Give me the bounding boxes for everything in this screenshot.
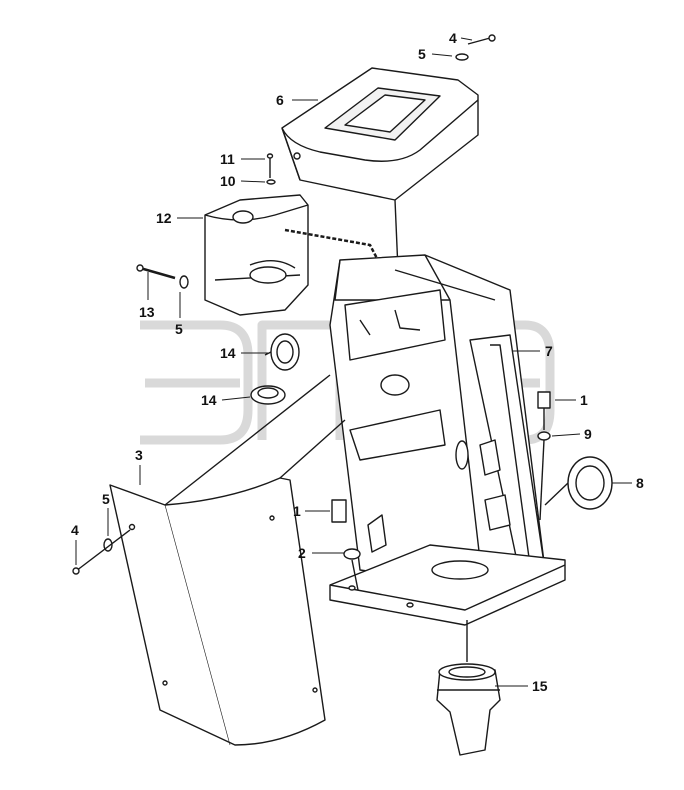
callout-7: 7: [545, 343, 553, 359]
part-2-washer: [343, 548, 361, 591]
callout-14-upper: 14: [220, 345, 236, 361]
part-5-washer-mid: [179, 275, 189, 289]
part-12-bracket: [204, 194, 309, 316]
callout-10: 10: [220, 173, 236, 189]
callout-5-top: 5: [418, 46, 426, 62]
watermark-letter-1: [140, 320, 253, 445]
part-4-screw-top: [467, 34, 496, 45]
callout-1-center: 1: [293, 503, 301, 519]
part-9-washer: [537, 431, 551, 521]
callout-5-mid: 5: [175, 321, 183, 337]
callouts: 4 5 6 11 10 12 13 5 14 14 7 1 9 8 3 5 4 …: [71, 30, 644, 694]
callout-3: 3: [135, 447, 143, 463]
callout-12: 12: [156, 210, 172, 226]
small-bracket: [367, 514, 387, 553]
callout-4-top: 4: [449, 30, 457, 46]
part-13-bolt: [136, 264, 176, 280]
part-10-washer: [266, 179, 276, 185]
callout-1-right: 1: [580, 392, 588, 408]
callout-2: 2: [298, 545, 306, 561]
callout-13: 13: [139, 304, 155, 320]
part-7-column: [329, 254, 546, 586]
callout-15: 15: [532, 678, 548, 694]
callout-5-left: 5: [102, 491, 110, 507]
leader-lines: [75, 37, 632, 687]
callout-6: 6: [276, 92, 284, 108]
base-plate: [329, 544, 566, 626]
part-3-front-panel: [109, 374, 346, 746]
callout-8: 8: [636, 475, 644, 491]
part-1-bolt-center: [331, 499, 347, 523]
callout-11: 11: [220, 151, 235, 167]
part-14-grommet-upper: [264, 333, 300, 371]
part-4-screw-left: [72, 529, 131, 575]
part-6-top-cover: [281, 67, 479, 271]
part-1-bolt-right: [537, 391, 551, 430]
callout-14-lower: 14: [201, 392, 217, 408]
part-15-boot: [436, 620, 501, 756]
callout-9: 9: [584, 426, 592, 442]
part-11-screw: [266, 153, 274, 178]
part-8-seal-ring: [544, 456, 613, 510]
part-14-grommet-lower: [250, 385, 286, 405]
part-5-washer-top: [455, 53, 469, 61]
callout-4-left: 4: [71, 522, 79, 538]
